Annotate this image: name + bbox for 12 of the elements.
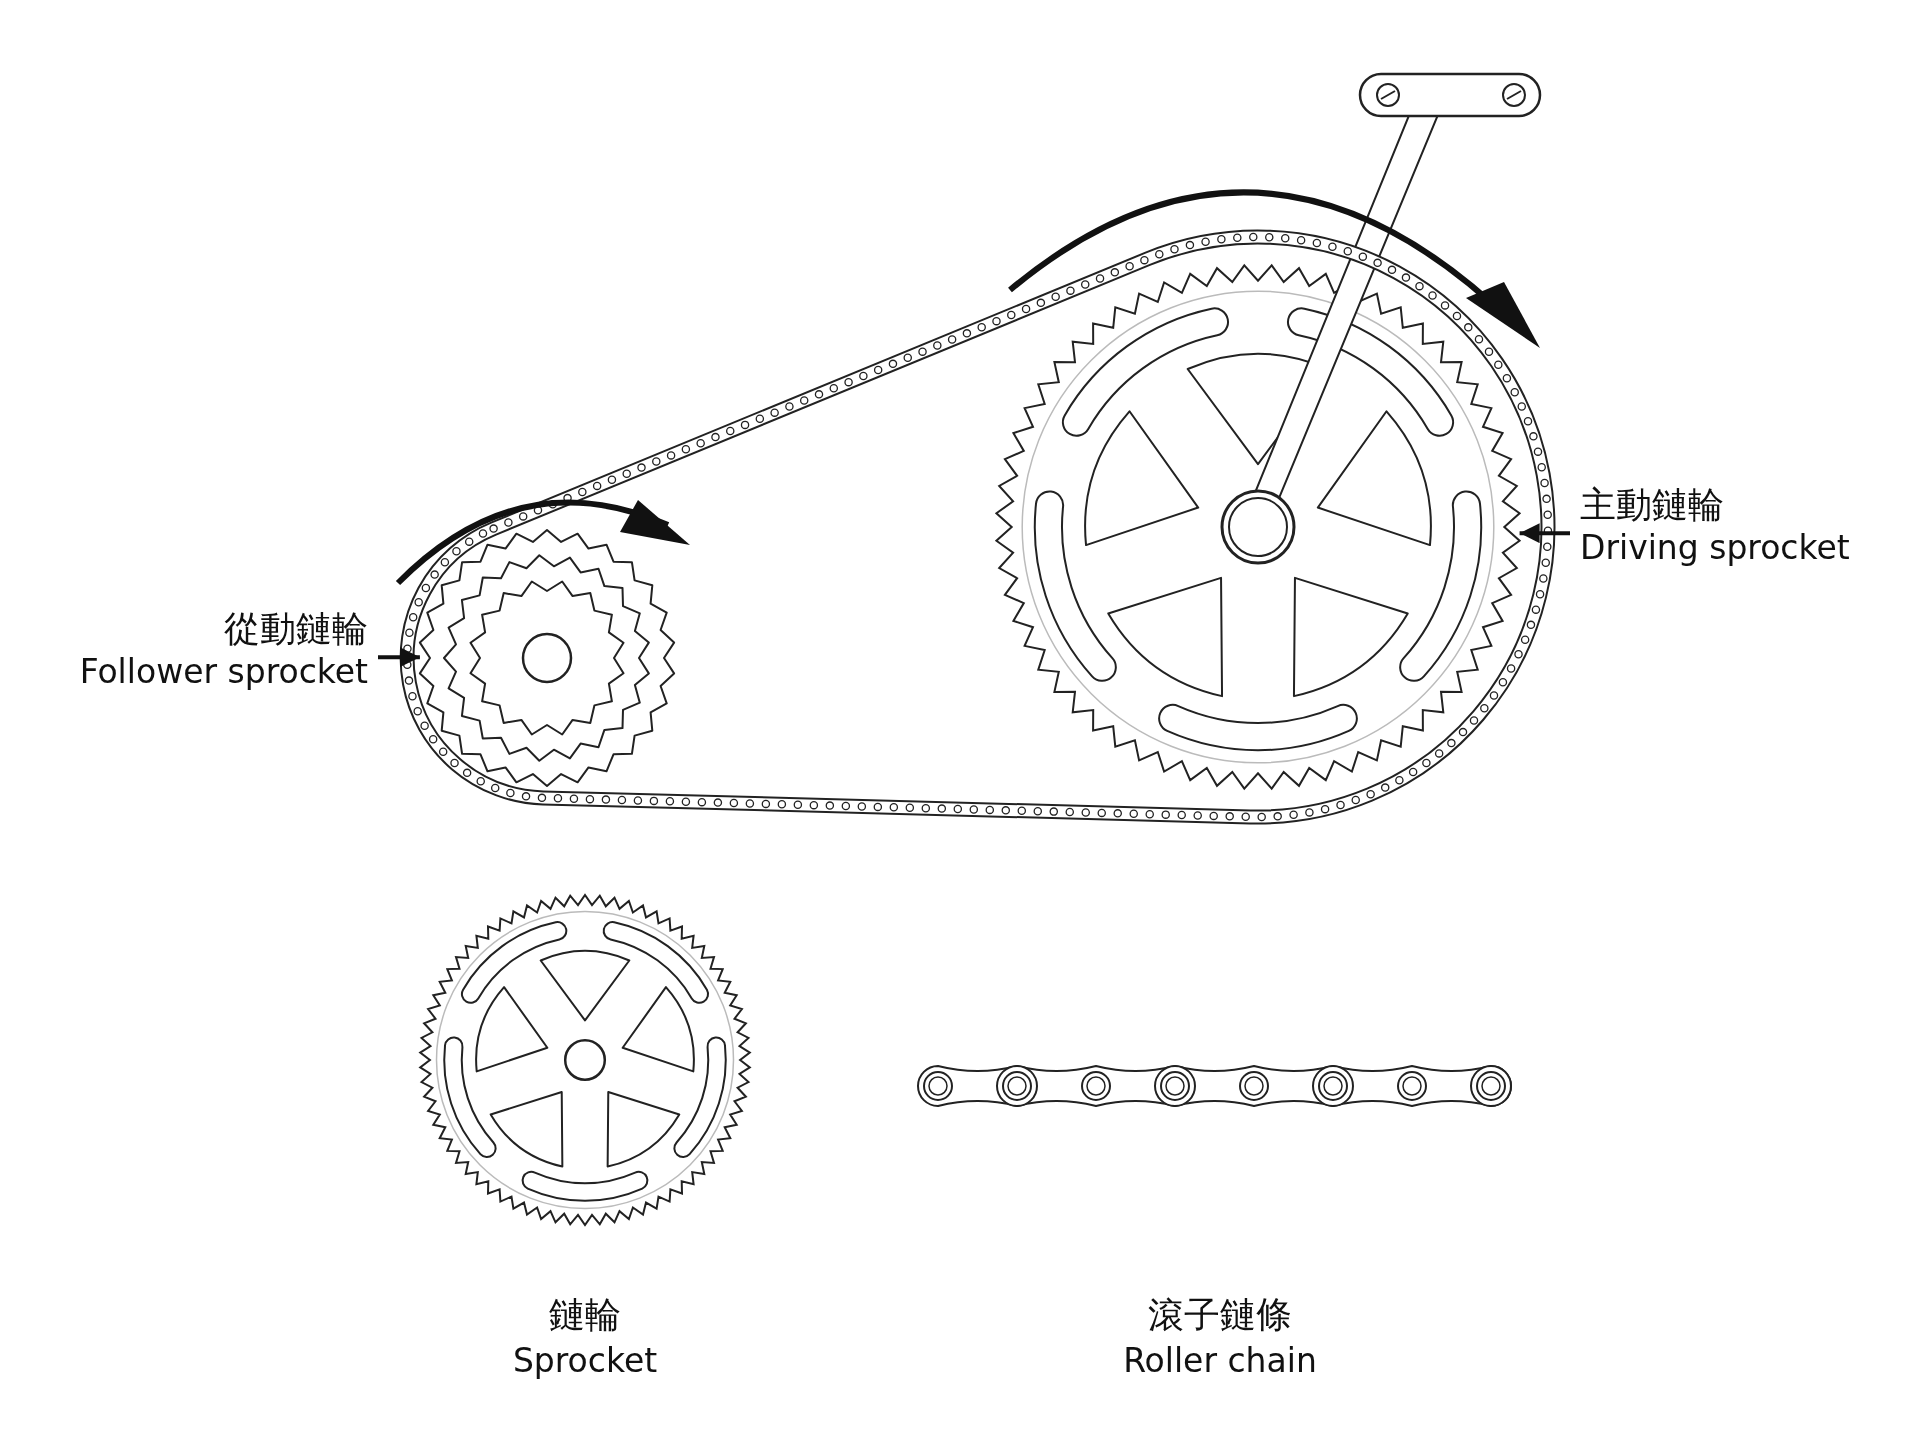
part-label: 主動鏈輪 [1580, 483, 1725, 527]
part-label: 鏈輪 [549, 1293, 621, 1337]
part-label: Driving sprocket [1580, 527, 1850, 569]
part-label: 滾子鏈條 [1148, 1293, 1292, 1337]
part-label: Roller chain [1123, 1340, 1317, 1382]
picture [418, 529, 676, 787]
part-label: Sprocket [512, 1340, 658, 1382]
part-label: Follower sprocket [79, 651, 368, 693]
leader-arrow [1519, 523, 1570, 544]
picture [994, 263, 1522, 791]
part-label: 從動鏈輪 [223, 607, 368, 651]
leader-arrow [378, 647, 420, 668]
